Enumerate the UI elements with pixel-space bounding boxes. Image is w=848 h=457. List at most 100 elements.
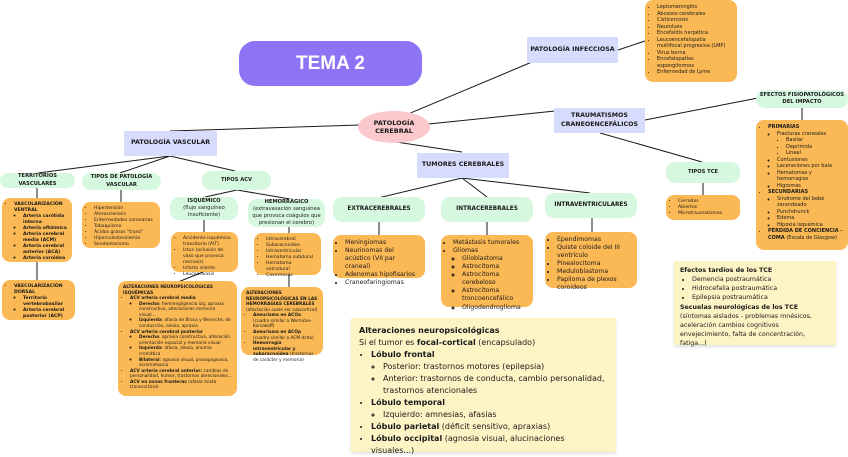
list-item: Metástasis tumorales <box>453 239 528 247</box>
list-item: Cisticercosis <box>657 17 732 24</box>
text: (Escala de Glasgow) <box>784 234 837 241</box>
list-item: Arteria carótida interna <box>23 214 67 226</box>
text: (cuadro similar a ACM dcha) <box>253 335 314 341</box>
node-label: PATOLOGÍA INFECCIOSA <box>530 45 615 53</box>
node-label: TUMORES CEREBRALES <box>421 161 505 169</box>
acp-heading: ACV arteria cerebral posterior <box>130 329 204 335</box>
list-item: Abiertos <box>678 205 722 211</box>
alteraciones-hemorragias-heading: ALTERACIONES NEUROPSICOLÓGICAS EN LAS HE… <box>246 291 318 308</box>
text: : heminegligencia izq, apraxia construct… <box>139 301 224 318</box>
node-label: ISQUÉMICO <box>187 197 221 204</box>
list-item: Infarto silente <box>183 266 233 272</box>
text: : agnosia visual, prosopagnosia, acromat… <box>139 357 229 369</box>
label: Secuelas neurológicas de los TCE <box>680 303 798 311</box>
node-label: PATOLOGÍA VASCULAR <box>130 139 211 147</box>
text: (encapsulado) <box>475 338 536 347</box>
box-extracerebrales: Meningiomas Neurinomas del acústico (VII… <box>333 235 425 286</box>
box-vascularizacion-ventral: VASCULARIZACIÓN VENTRAL Arteria carótida… <box>2 198 72 262</box>
list-item: Ependimomas <box>557 236 632 244</box>
list-item: Arteria coroidea <box>23 256 67 262</box>
label: Hemorragia intraventricular y subaracnoi… <box>253 341 296 358</box>
box-hemorragico: Intracerebral Subaracnoides Intraventric… <box>254 233 321 278</box>
node-label: EXTRACEREBRALES <box>347 205 411 212</box>
list-item: Intraventricular <box>266 249 316 255</box>
note-alteraciones-tumores: Alteraciones neuropsicológicas Si el tum… <box>351 318 616 455</box>
node-tumores-cerebrales[interactable]: TUMORES CEREBRALES <box>417 153 509 178</box>
list-item: Epilepsia postraumática <box>692 293 830 302</box>
list-item: Laceraciones por bala <box>777 163 843 170</box>
box-alteraciones-hemorragias: ALTERACIONES NEUROPSICOLÓGICAS EN LAS HE… <box>241 287 323 363</box>
list-item: Cerrados <box>678 199 722 205</box>
list-item: Arteria cerebral anterior (ACA) <box>23 244 67 256</box>
list-item: Meningiomas <box>345 239 420 247</box>
list-item: Accidente isquémico transitorio (AIT) <box>183 236 233 248</box>
list-item: Leucoencefalopatía multifocal progresiva… <box>657 37 732 50</box>
node-label: INTRACEREBRALES <box>456 205 518 212</box>
list-item: Subaracnoides <box>266 243 316 249</box>
secundarias-heading: SECUNDARIAS <box>768 189 809 195</box>
node-efectos-fisiopatologicos[interactable]: EFECTOS FISIOPATOLÓGICOS DEL IMPACTO <box>756 90 848 108</box>
list-item: Hematoma subdural <box>266 255 316 261</box>
node-label: HEMORRÁGICO <box>264 198 309 205</box>
lobe-parietal: Lóbulo parietal <box>371 422 440 431</box>
node-extracerebrales[interactable]: EXTRACEREBRALES <box>333 197 425 222</box>
list-item: Craneofaringiomas <box>345 279 420 287</box>
list-item: Síndrome del bebé zarandeado <box>777 196 843 209</box>
lobe-occipital: Lóbulo occipital <box>371 434 443 443</box>
label: Derecha <box>139 301 160 307</box>
list-item: Glioblastoma <box>462 255 528 263</box>
text: : afasia, alexia, anomia cromática <box>139 346 212 357</box>
node-label: TRAUMATISMOS CRANEOENCEFÁLICOS <box>560 112 639 128</box>
page-title: TEMA 2 <box>239 41 422 86</box>
list-item: Intracerebral <box>266 237 316 243</box>
list-item: Virus borna <box>657 50 732 57</box>
primarias-heading: PRIMARIAS <box>768 124 800 130</box>
label: ACV arteria cerebral anterior: <box>130 368 203 374</box>
list-item: Hidrocefalia postraumática <box>692 284 830 293</box>
ventral-heading: VASCULARIZACIÓN VENTRAL <box>14 202 63 213</box>
list-item: Microtraumatismos <box>678 211 722 217</box>
list-item: Arteria cerebral media (ACM) <box>23 232 67 244</box>
node-traumatismos-craneoencefalicos[interactable]: TRAUMATISMOS CRANEOENCEFÁLICOS <box>554 108 645 133</box>
lobe-temporal: Lóbulo temporal <box>371 398 445 407</box>
list-item: Oligodendroglioma <box>462 304 528 312</box>
list-item: Encefalopatías espongiformes <box>657 56 732 69</box>
alteraciones-hemorragias-sub: (afectación suele ser subcortical) <box>246 307 318 313</box>
list-item: Posterior: trastornos motores (epilepsia… <box>383 361 608 373</box>
list-item: Leucoaraiosis <box>183 272 233 278</box>
node-patologia-vascular[interactable]: PATOLOGÍA VASCULAR <box>124 131 217 156</box>
list-item: Sendentarismo <box>94 242 153 248</box>
text: (déficit sensitivo, apraxias) <box>439 422 551 431</box>
node-label: TIPOS ACV <box>220 176 253 183</box>
list-item: Neurinomas del acústico (VII par craneal… <box>345 247 420 271</box>
list-item: Meduloblastoma <box>557 268 632 276</box>
node-isquemico[interactable]: ISQUÉMICO (flujo sanguíneo insuficiente) <box>170 197 238 220</box>
label: Aneurisma en ACOa <box>253 313 301 319</box>
box-alteraciones-isquemicas: ALTERACIONES NEUROPSICOLÓGICAS ISQUÉMICA… <box>118 281 237 396</box>
list-item: Astrocitoma <box>462 263 528 271</box>
label: Aneurisma en ACOp <box>253 330 302 336</box>
node-hemorragico[interactable]: HEMORRÁGICO (extravasación sanguínea que… <box>248 199 325 227</box>
list-item: Enfermedades coronarias <box>94 218 153 224</box>
text: focal-cortical <box>416 338 476 347</box>
node-tipos-patologia-vascular[interactable]: TIPOS DE PATOLOGÍA VASCULAR <box>82 173 161 190</box>
node-intracerebrales[interactable]: INTRACEREBRALES <box>441 197 533 222</box>
list-item: Encefalitis herpética <box>657 30 732 37</box>
label: Derecha <box>139 335 160 341</box>
node-patologia-infecciosa[interactable]: PATOLOGÍA INFECCIOSA <box>527 37 618 63</box>
node-tipos-acv[interactable]: TIPOS ACV <box>202 171 271 190</box>
list-item: Arteria oftálmica <box>23 226 67 232</box>
node-tipos-tce[interactable]: TIPOS TCE <box>666 162 740 183</box>
list-item: Hematoma extradural <box>266 261 316 273</box>
node-label: INTRAVENTRICULARES <box>554 201 628 208</box>
node-intraventriculares[interactable]: INTRAVENTRICULARES <box>545 193 637 218</box>
list-item: Hematomas y hemorragias <box>777 170 843 183</box>
note-efectos-tardios-tce: Efectos tardíos de los TCE Demencia post… <box>674 261 836 347</box>
list-item: Tabaquismo <box>94 224 153 230</box>
box-patologia-infecciosa: Leptomeningitis Abcesos cerebrales Cisti… <box>645 0 737 82</box>
root-node-patologia-cerebral[interactable]: PATOLOGÍA CEREBRAL <box>358 111 430 143</box>
box-vascularizacion-dorsal: VASCULARIZACIÓN DORSAL Territorio verteb… <box>2 280 75 320</box>
note-heading: Efectos tardíos de los TCE <box>680 267 773 274</box>
label: Bilateral <box>139 357 160 363</box>
node-territorios-vasculares[interactable]: TERRITORIOS VASCULARES <box>0 173 75 188</box>
